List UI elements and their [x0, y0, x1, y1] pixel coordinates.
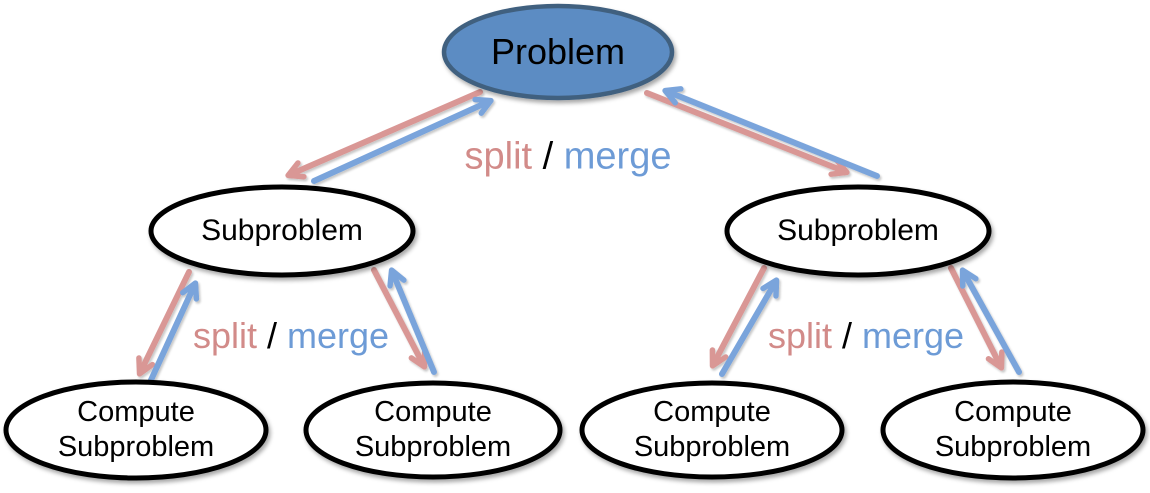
split-arrow-right-subproblem-to-compute4 — [948, 265, 1005, 371]
split-arrow-problem-to-left-subproblem — [285, 89, 483, 180]
compute-subproblem-node-1 — [3, 379, 269, 481]
slash-text: / — [256, 315, 287, 356]
merge-arrow-right-subproblem-to-problem — [662, 86, 880, 179]
merge-arrow-compute4-to-right-subproblem — [959, 267, 1022, 375]
merge-arrow-compute1-to-left-subproblem — [148, 280, 200, 383]
split-text: split — [192, 315, 257, 356]
compute-subproblem-label-2: Compute Subproblem — [318, 395, 548, 465]
compute-subproblem-label-3: Compute Subproblem — [597, 395, 827, 465]
subproblem-right-label: Subproblem — [777, 214, 939, 247]
problem-node — [441, 3, 675, 101]
edges-layer — [136, 86, 1022, 383]
problem-node-label: Problem — [490, 31, 626, 72]
nodes-layer — [3, 3, 1146, 481]
merge-arrow-compute2-to-left-subproblem — [387, 267, 437, 375]
compute-label-line2: Subproblem — [633, 431, 791, 463]
compute-subproblem-node-3 — [579, 380, 845, 480]
compute-subproblem-node-2 — [303, 380, 563, 480]
split-text: split — [464, 135, 533, 178]
split-merge-label-top: split / merge — [465, 136, 672, 179]
subproblem-left-label: Subproblem — [201, 214, 363, 247]
subproblem-right-node — [724, 184, 992, 278]
split-arrow-left-subproblem-to-compute1 — [136, 269, 192, 377]
split-merge-label-left: split / merge — [193, 315, 389, 357]
merge-text: merge — [862, 315, 965, 356]
merge-text: merge — [287, 315, 390, 356]
compute-label-line1: Compute — [374, 396, 492, 429]
split-arrow-left-subproblem-to-compute2 — [371, 267, 428, 370]
compute-subproblem-label-1: Compute Subproblem — [21, 395, 251, 465]
compute-label-line1: Compute — [77, 396, 195, 429]
split-arrow-right-subproblem-to-compute3 — [709, 265, 767, 369]
merge-arrow-compute3-to-right-subproblem — [719, 277, 780, 377]
compute-label-line2: Subproblem — [354, 431, 512, 463]
compute-label-line2: Subproblem — [57, 431, 215, 463]
split-text: split — [767, 315, 832, 356]
split-arrow-problem-to-right-subproblem — [644, 90, 850, 177]
subproblem-left-node — [148, 184, 416, 278]
compute-subproblem-node-4 — [880, 379, 1146, 481]
merge-text: merge — [563, 135, 672, 178]
slash-text: / — [532, 135, 564, 178]
slash-text: / — [831, 315, 862, 356]
compute-label-line2: Subproblem — [934, 431, 1092, 463]
split-merge-label-right: split / merge — [768, 315, 964, 357]
merge-arrow-left-subproblem-to-problem — [311, 96, 494, 184]
compute-subproblem-label-4: Compute Subproblem — [898, 395, 1128, 465]
compute-label-line1: Compute — [653, 396, 771, 429]
compute-label-line1: Compute — [954, 396, 1072, 429]
